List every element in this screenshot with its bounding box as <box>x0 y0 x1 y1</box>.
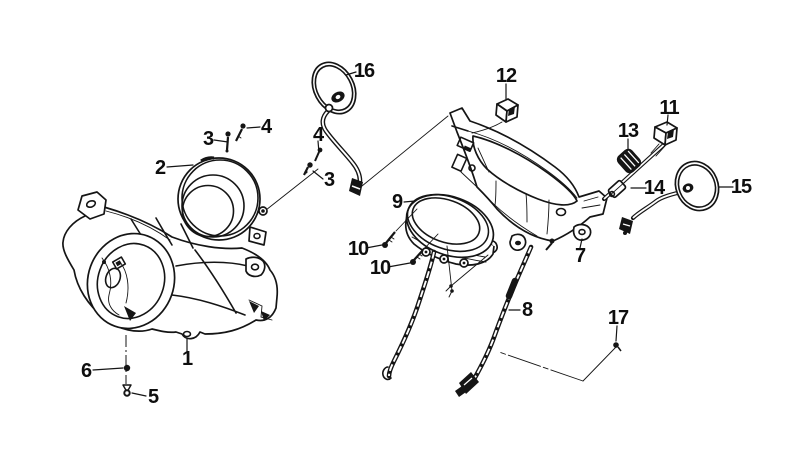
assembly-lines <box>266 116 448 210</box>
screw-set-10 <box>382 209 438 265</box>
callout-2[interactable]: 2 <box>154 157 166 179</box>
right-mirror-part-15 <box>619 155 726 235</box>
callout-14[interactable]: 14 <box>643 177 665 199</box>
callout-5[interactable]: 5 <box>147 386 159 408</box>
callout-15[interactable]: 15 <box>730 176 752 198</box>
switch-part-11 <box>651 122 677 156</box>
screw-part-6 <box>123 335 131 384</box>
callout-13[interactable]: 13 <box>617 120 639 142</box>
leader-lines <box>93 72 733 396</box>
callout-4b[interactable]: 4 <box>312 124 324 146</box>
callout-1[interactable]: 1 <box>181 348 193 370</box>
screw-part-5 <box>123 385 131 396</box>
callout-3a[interactable]: 3 <box>202 128 214 150</box>
callout-10b[interactable]: 10 <box>369 257 391 279</box>
clamp-part-14 <box>608 180 627 198</box>
cables-part-8 <box>383 246 531 397</box>
callout-12[interactable]: 12 <box>495 65 517 87</box>
switch-part-12 <box>472 99 518 133</box>
callout-17[interactable]: 17 <box>607 307 629 329</box>
screw-part-17 <box>499 342 621 381</box>
left-mirror-part-16 <box>304 55 363 196</box>
headlight-part-2 <box>178 158 267 245</box>
front-cover-part-1 <box>63 192 277 341</box>
boot-part-13 <box>615 147 642 175</box>
callout-4a[interactable]: 4 <box>260 116 272 138</box>
callout-7[interactable]: 7 <box>574 245 586 267</box>
callout-3b[interactable]: 3 <box>323 169 335 191</box>
callout-9[interactable]: 9 <box>391 191 403 213</box>
callout-6[interactable]: 6 <box>80 360 92 382</box>
speedometer-part-9 <box>398 183 502 268</box>
callout-10a[interactable]: 10 <box>347 238 369 260</box>
callout-16[interactable]: 16 <box>353 60 375 82</box>
callout-11[interactable]: 11 <box>659 97 679 119</box>
callout-8[interactable]: 8 <box>521 299 533 321</box>
screw-set-3-4-left <box>225 123 246 153</box>
